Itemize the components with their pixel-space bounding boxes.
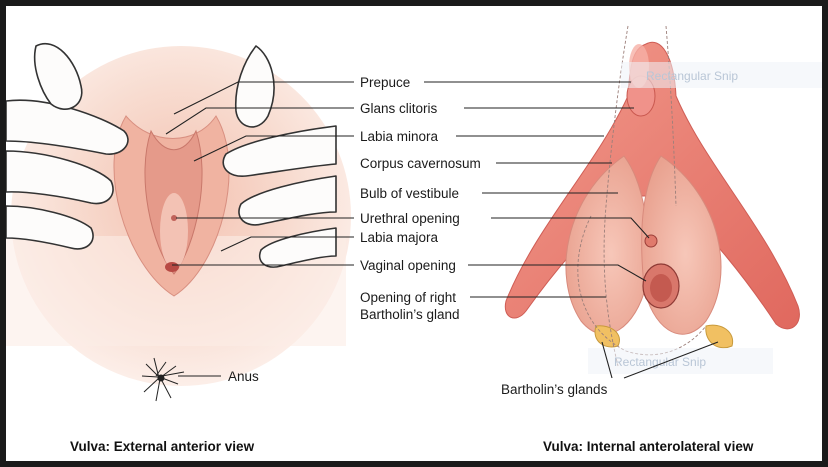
label-labia-majora: Labia majora	[360, 230, 439, 245]
snip-overlay-top-text: Rectangular Snip	[646, 69, 738, 83]
label-labia-minora: Labia minora	[360, 129, 439, 144]
caption-external-view: Vulva: External anterior view	[70, 439, 255, 454]
label-prepuce: Prepuce	[360, 75, 410, 90]
label-bulb-of-vestibule: Bulb of vestibule	[360, 186, 459, 201]
label-bartholins-glands: Bartholin’s glands	[501, 382, 608, 397]
caption-internal-view: Vulva: Internal anterolateral view	[543, 439, 754, 454]
figure-frame: Rectangular Snip Rectangular Snip Prepuc…	[6, 6, 822, 461]
snip-overlay-bottom-text: Rectangular Snip	[614, 355, 706, 369]
label-glans-clitoris: Glans clitoris	[360, 101, 438, 116]
external-vulva-illustration	[6, 43, 351, 402]
snip-overlay-top: Rectangular Snip	[621, 62, 822, 88]
internal-vulva-illustration	[504, 25, 800, 367]
label-vaginal-opening: Vaginal opening	[360, 258, 456, 273]
label-bartholin-opening-line2: Bartholin’s gland	[360, 307, 460, 322]
snip-overlay-bottom: Rectangular Snip	[588, 348, 773, 374]
label-bartholin-opening-line1: Opening of right	[360, 290, 456, 305]
anus-drawing	[141, 357, 185, 402]
anatomy-figure: Rectangular Snip Rectangular Snip Prepuc…	[6, 25, 822, 454]
label-urethral-opening: Urethral opening	[360, 211, 460, 226]
leader-lines	[165, 81, 719, 379]
label-corpus-cavernosum: Corpus cavernosum	[360, 156, 481, 171]
label-anus: Anus	[228, 369, 259, 384]
